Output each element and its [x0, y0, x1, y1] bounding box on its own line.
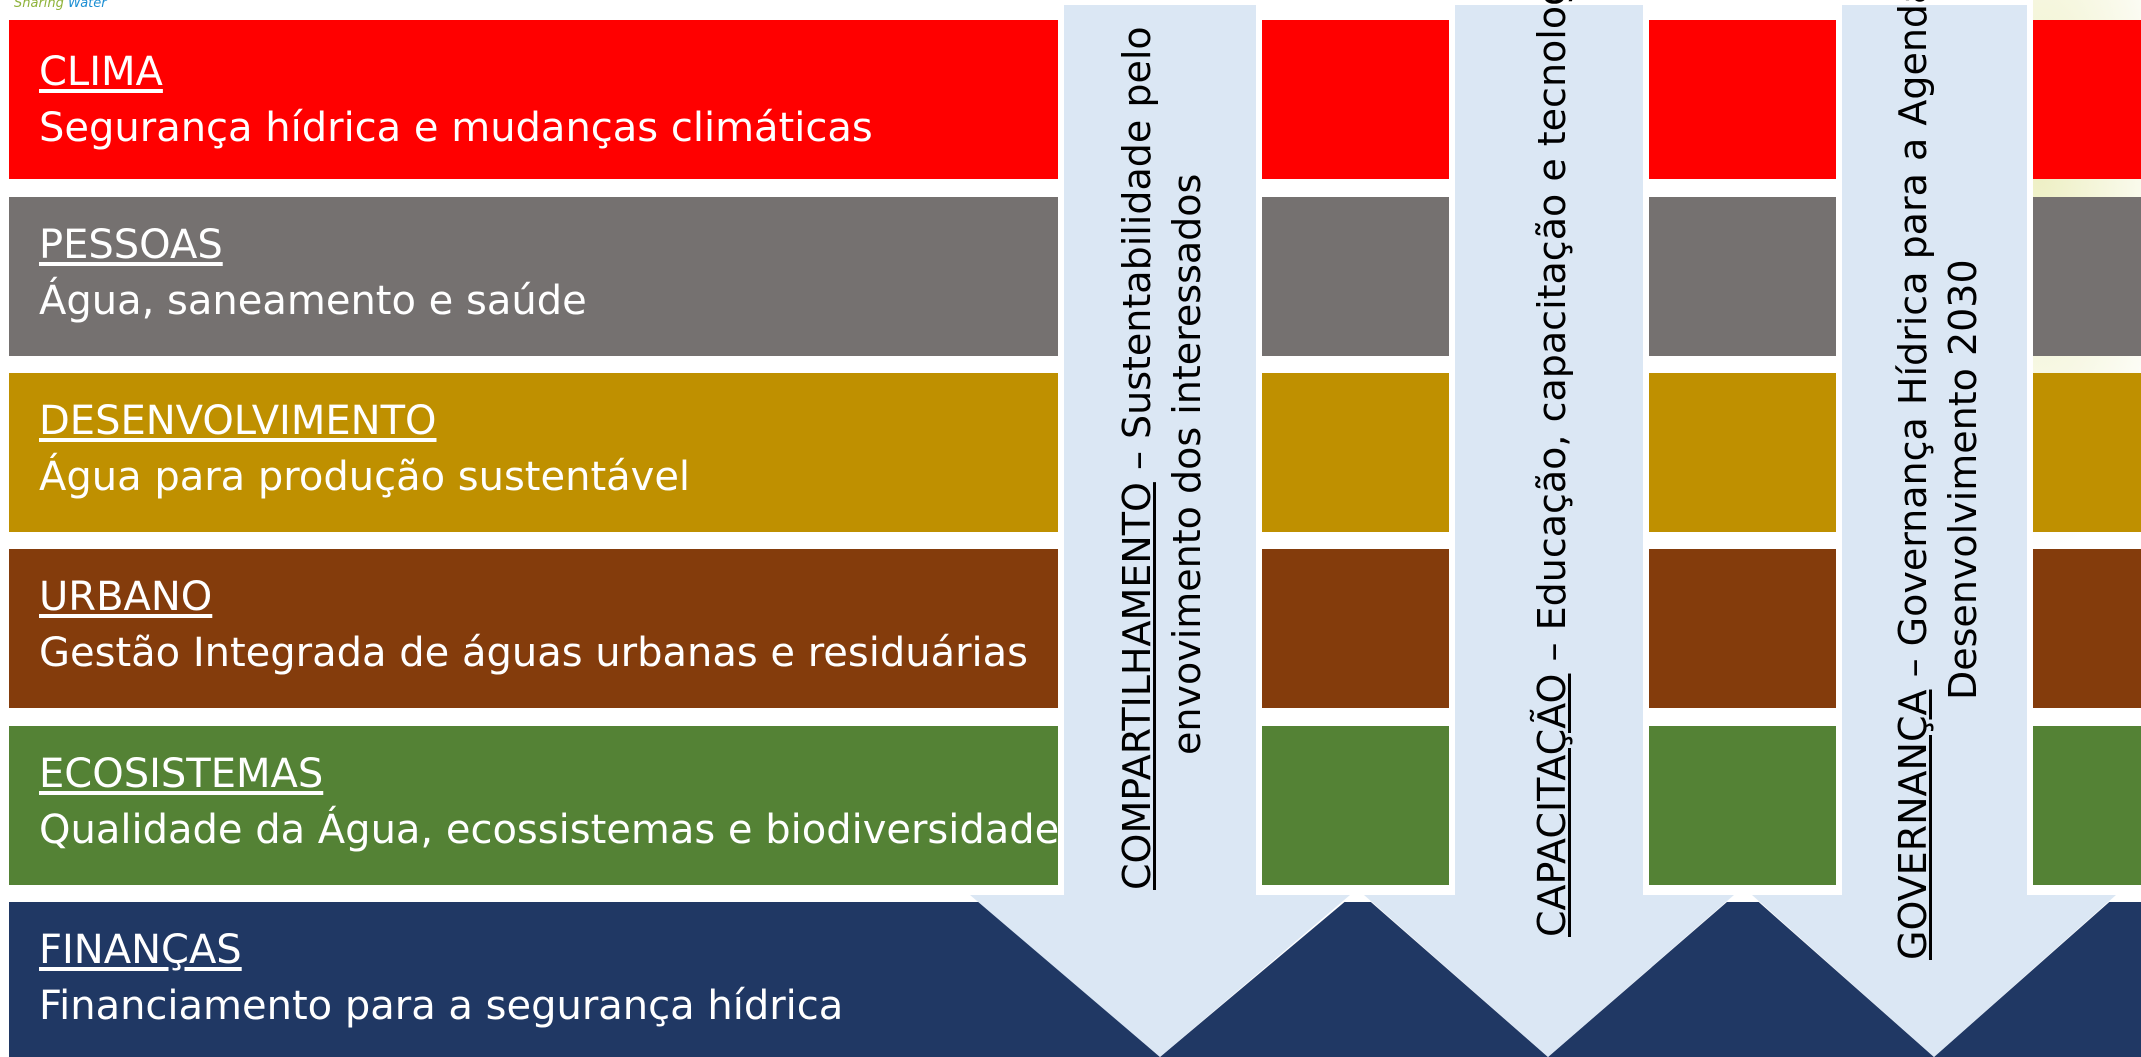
- band-subtitle: Gestão Integrada de águas urbanas e resi…: [39, 630, 1029, 676]
- arrow-text-line2: Desenvolvimento 2030: [1941, 259, 1985, 700]
- arrow-keyword: COMPARTILHAMENTO: [1115, 482, 1159, 890]
- arrow-governanca: [1744, 0, 2124, 1057]
- band-subtitle: Segurança hídrica e mudanças climáticas: [39, 105, 873, 151]
- arrow-label-compartilhamento: COMPARTILHAMENTO – Sustentabilidade pelo…: [1112, 26, 1212, 890]
- arrow-capacitacao: [1356, 0, 1742, 1057]
- arrow-text-line1: – Sustentabilidade pelo: [1115, 26, 1159, 483]
- band-title: PESSOAS: [39, 222, 223, 268]
- band-subtitle: Financiamento para a segurança hídrica: [39, 983, 844, 1029]
- arrow-keyword: GOVERNANÇA: [1891, 689, 1935, 960]
- band-subtitle: Qualidade da Água, ecossistemas e biodiv…: [39, 807, 1060, 853]
- band-title: CLIMA: [39, 49, 163, 95]
- band-subtitle: Água para produção sustentável: [39, 454, 691, 500]
- arrow-text-line2: envovimento dos interessados: [1165, 173, 1209, 755]
- band-subtitle: Água, saneamento e saúde: [39, 278, 587, 324]
- logo-text-part2: Water: [68, 0, 107, 11]
- logo: Sharing Water: [14, 0, 107, 11]
- band-title: DESENVOLVIMENTO: [39, 398, 437, 444]
- arrow-keyword: CAPACITAÇÃO: [1530, 673, 1574, 937]
- arrow-text-line1: – Educação, capacitação e tecnologia: [1530, 0, 1574, 674]
- logo-text-part1: Sharing: [14, 0, 69, 11]
- band-title: FINANÇAS: [39, 927, 242, 973]
- band-title: URBANO: [39, 574, 213, 620]
- arrow-label-governanca: GOVERNANÇA – Governança Hídrica para a A…: [1888, 0, 1988, 960]
- arrow-compartilhamento: [966, 0, 1360, 1057]
- arrow-text-line1: – Governança Hídrica para a Agenda de: [1891, 0, 1935, 690]
- band-title: ECOSISTEMAS: [39, 751, 324, 797]
- arrow-label-capacitacao: CAPACITAÇÃO – Educação, capacitação e te…: [1527, 0, 1577, 937]
